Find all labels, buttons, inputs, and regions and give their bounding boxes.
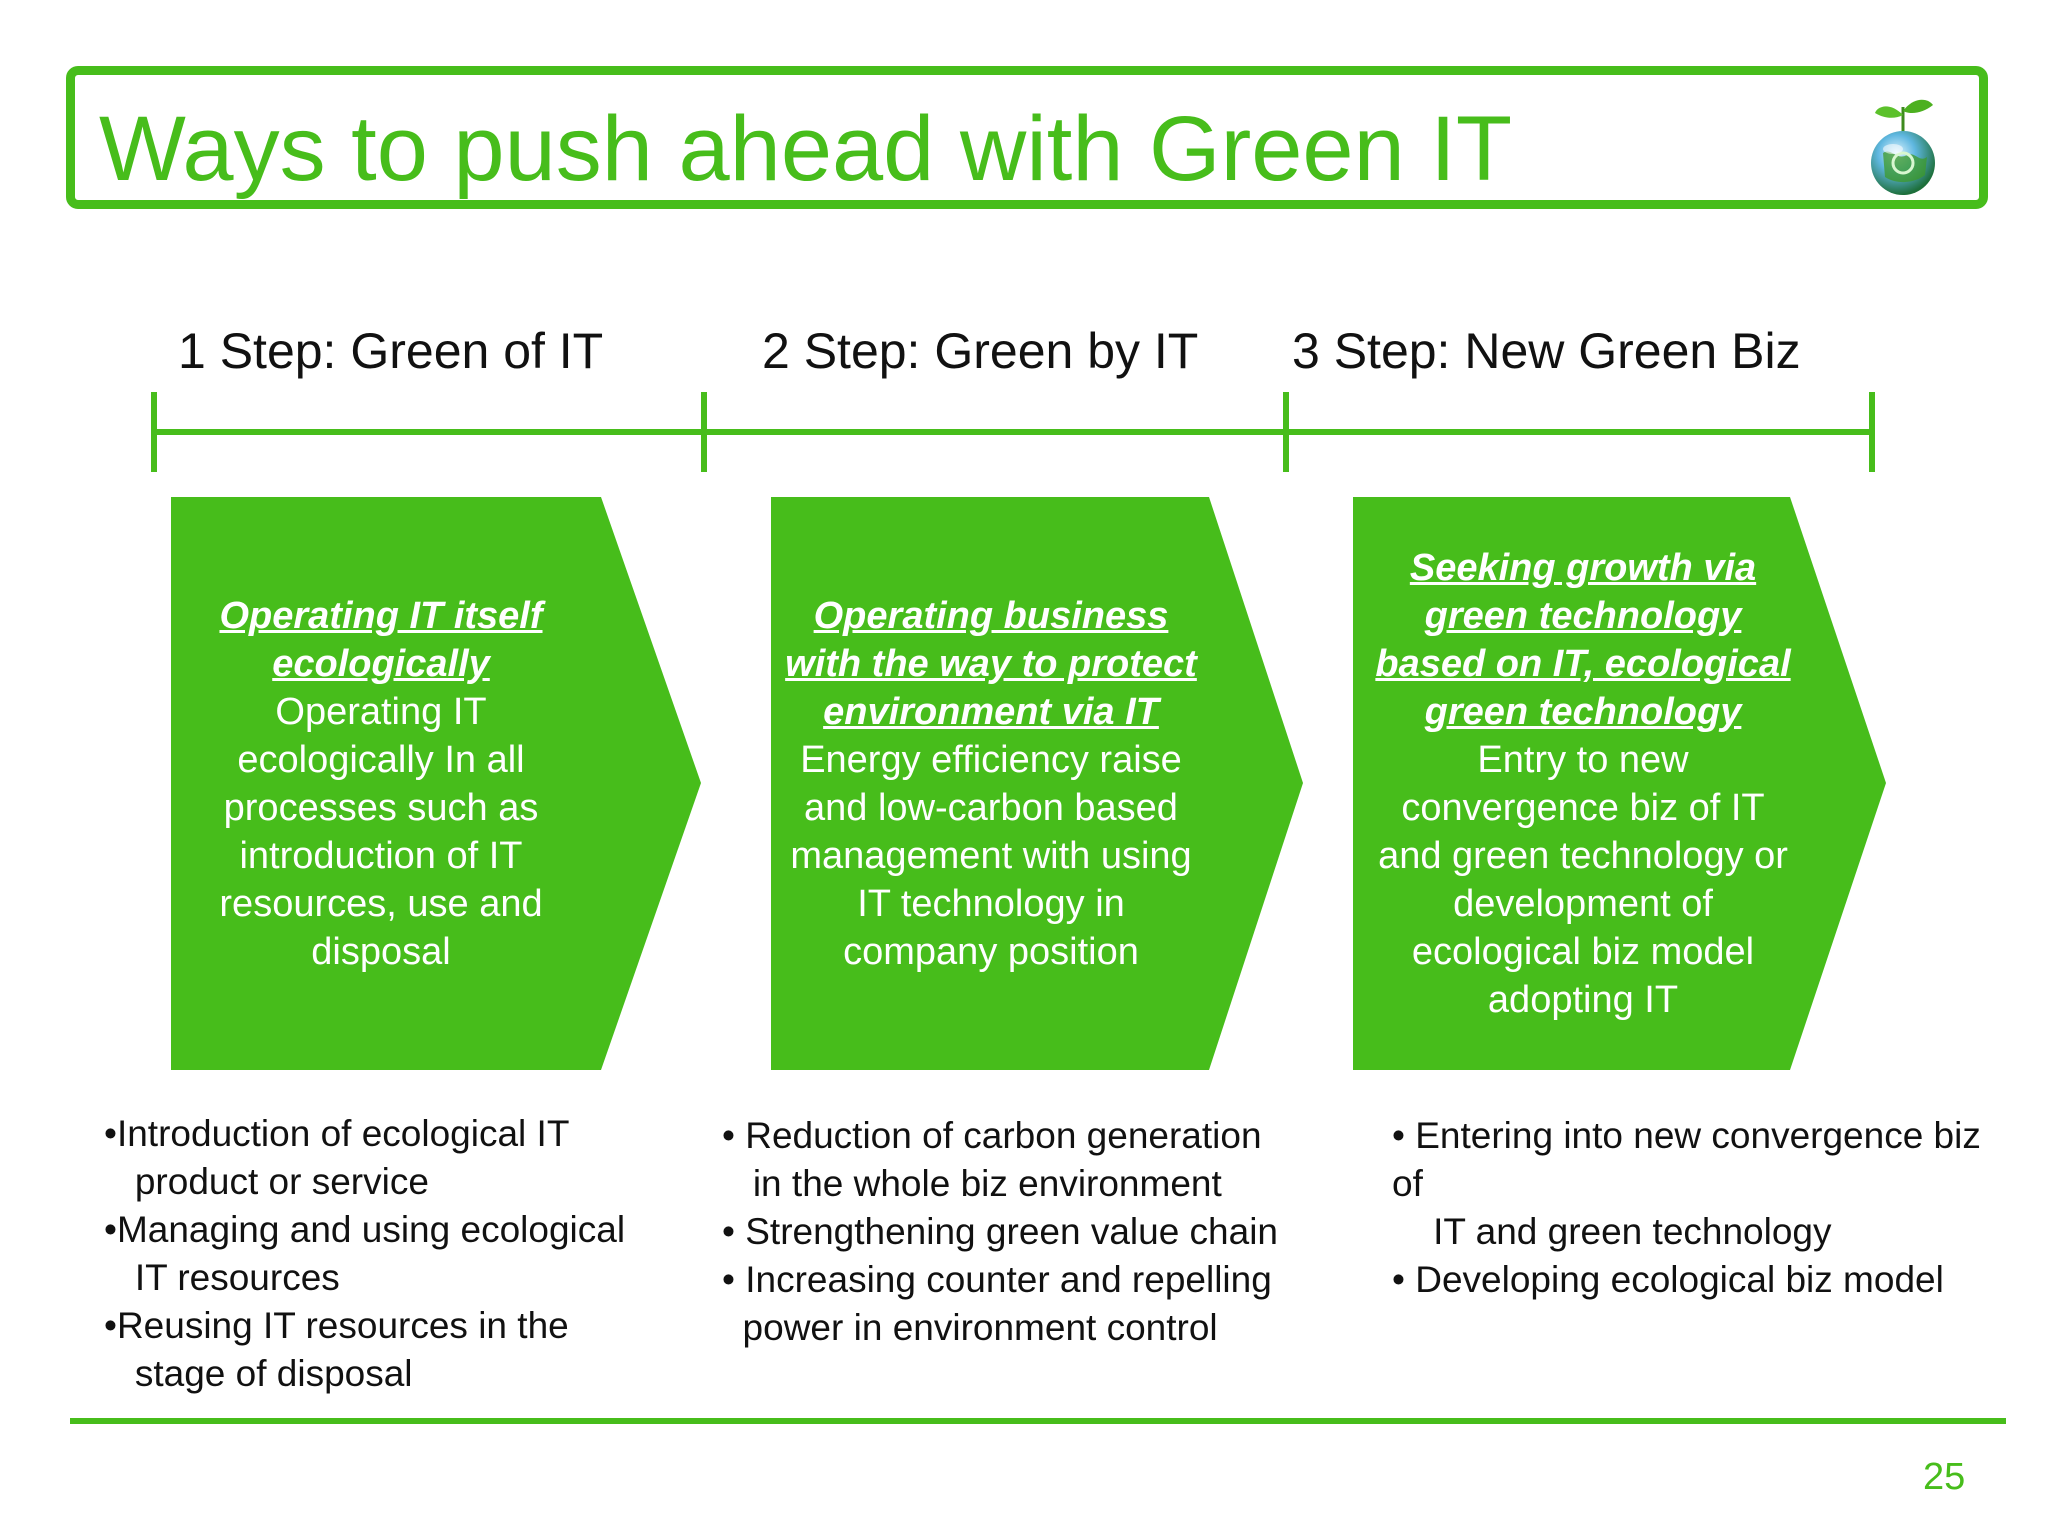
- step-1-body-line: Operating IT: [275, 690, 487, 733]
- bottom-divider: [70, 1418, 2006, 1424]
- step-3-heading-line: Seeking growth via: [1409, 546, 1757, 589]
- step-2-body-line: Energy efficiency raise: [800, 738, 1182, 781]
- step-2-body-line: and low-carbon based: [804, 786, 1178, 829]
- step-1-chevron: Operating IT itself ecologically Operati…: [171, 497, 701, 1070]
- step-3-body-line: ecological biz model: [1411, 930, 1755, 973]
- bullet-line: stage of disposal: [104, 1353, 413, 1394]
- step-3-bullets: • Entering into new convergence biz of I…: [1392, 1112, 1981, 1304]
- step-1-body-line: ecologically In all: [237, 738, 525, 781]
- bullet-line: • Entering into new convergence biz: [1392, 1115, 1981, 1156]
- step-3-chevron-text: Seeking growth via green technology base…: [1363, 497, 1803, 1070]
- step-3-body-line: and green technology or: [1378, 834, 1788, 877]
- step-3-heading-line: based on IT, ecological: [1375, 642, 1791, 685]
- globe-plant-icon: [1857, 91, 1949, 199]
- slide-title: Ways to push ahead with Green IT: [99, 98, 1513, 200]
- step-2-body-line: company position: [843, 930, 1139, 973]
- bullet-line: • Increasing counter and repelling: [722, 1259, 1272, 1300]
- bullet-line: product or service: [104, 1161, 429, 1202]
- bullet-line: IT and green technology: [1392, 1211, 1832, 1252]
- step-1-chevron-text: Operating IT itself ecologically Operati…: [191, 497, 571, 1070]
- bullet-line: •Introduction of ecological IT: [104, 1113, 570, 1154]
- step-2-heading-line: environment via IT: [823, 690, 1159, 733]
- step-2-chevron-text: Operating business with the way to prote…: [781, 497, 1201, 1070]
- step-3-body-line: convergence biz of IT: [1401, 786, 1765, 829]
- timeline: [151, 392, 1875, 472]
- bullet-line: • Strengthening green value chain: [722, 1211, 1279, 1252]
- bullet-line: • Developing ecological biz model: [1392, 1259, 1944, 1300]
- step-2-label: 2 Step: Green by IT: [762, 323, 1199, 379]
- step-2-chevron: Operating business with the way to prote…: [771, 497, 1303, 1070]
- bullet-line: • Reduction of carbon generation: [722, 1115, 1262, 1156]
- step-3-body-line: Entry to new: [1477, 738, 1689, 781]
- step-3-label: 3 Step: New Green Biz: [1292, 323, 1801, 379]
- bullet-line: •Reusing IT resources in the: [104, 1305, 569, 1346]
- step-2-body-line: management with using: [790, 834, 1192, 877]
- bullet-line: •Managing and using ecological: [104, 1209, 626, 1250]
- step-1-body-line: introduction of IT: [239, 834, 523, 877]
- step-1-heading-line: ecologically: [272, 642, 490, 685]
- step-3-chevron: Seeking growth via green technology base…: [1353, 497, 1886, 1070]
- step-3-body-line: development of: [1453, 882, 1713, 925]
- step-1-body-line: disposal: [311, 930, 451, 973]
- step-1-body-line: resources, use and: [219, 882, 543, 925]
- step-2-heading-line: Operating business: [813, 594, 1169, 637]
- step-2-heading-line: with the way to protect: [785, 642, 1197, 685]
- step-1-body-line: processes such as: [223, 786, 539, 829]
- bullet-line: IT resources: [104, 1257, 340, 1298]
- step-1-label: 1 Step: Green of IT: [178, 323, 604, 379]
- step-2-body-line: IT technology in: [857, 882, 1125, 925]
- bullet-line: power in environment control: [722, 1307, 1218, 1348]
- step-3-heading-line: green technology: [1424, 594, 1742, 637]
- step-3-heading-line: green technology: [1424, 690, 1742, 733]
- step-1-bullets: •Introduction of ecological IT product o…: [104, 1110, 625, 1398]
- bullet-line: in the whole biz environment: [722, 1163, 1222, 1204]
- page-number: 25: [1923, 1456, 1966, 1498]
- title-box: Ways to push ahead with Green IT: [66, 66, 1988, 209]
- step-1-heading-line: Operating IT itself: [219, 594, 543, 637]
- bullet-line: of: [1392, 1163, 1423, 1204]
- step-2-bullets: • Reduction of carbon generation in the …: [722, 1112, 1278, 1352]
- step-3-body-line: adopting IT: [1487, 978, 1679, 1021]
